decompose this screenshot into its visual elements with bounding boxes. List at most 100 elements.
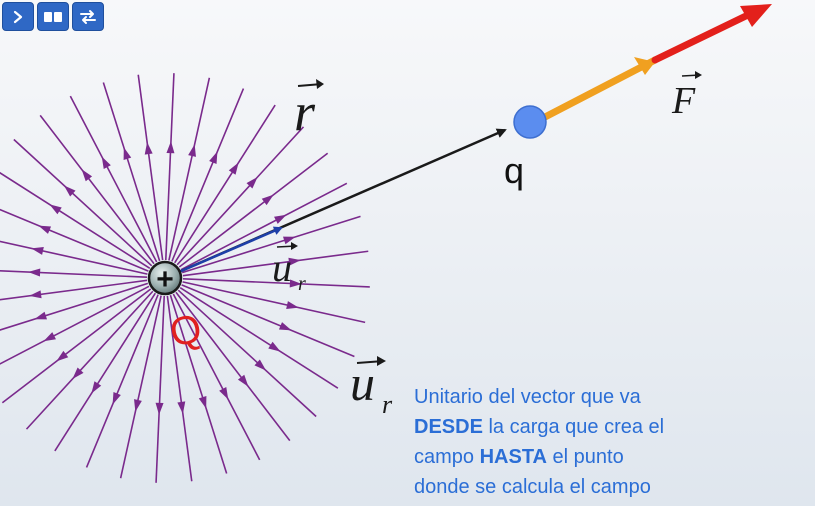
field-line-arrowhead [286, 301, 299, 309]
force-vector-arrow [541, 4, 772, 121]
swap-button[interactable] [72, 2, 104, 31]
field-line-arrowhead [237, 374, 249, 387]
unit-vector-label-far: u r [350, 355, 393, 419]
caption-line-1: Unitario del vector que va [414, 386, 641, 408]
field-line-arrowhead [112, 391, 121, 405]
field-line-arrowhead [177, 401, 186, 414]
field-line-arrowhead [134, 399, 142, 412]
field-line [180, 182, 348, 271]
field-line [182, 250, 369, 277]
caption-text: Unitario del vector que va DESDE la carg… [414, 382, 754, 502]
field-line [173, 104, 276, 264]
field-line-arrowhead [283, 236, 296, 245]
field-line-arrowhead [198, 396, 207, 409]
caption-line-4: donde se calcula el campo [414, 476, 651, 498]
field-line [0, 208, 149, 272]
field-line-arrowhead [29, 290, 42, 299]
unit-vector-label-near: u r [272, 242, 306, 295]
field-line-arrowhead [49, 204, 62, 215]
field-line [0, 285, 150, 365]
field-line [69, 95, 158, 263]
caption-bold-hasta: HASTA [479, 446, 547, 468]
caption-line-3-start: campo [414, 446, 480, 468]
book-open-icon [44, 11, 62, 22]
field-line-arrowhead [34, 311, 47, 320]
field-line [182, 277, 370, 288]
caption-line-3: campo HASTA el punto [414, 442, 754, 472]
field-line [137, 74, 164, 261]
force-label: F [671, 71, 702, 122]
field-line [155, 295, 166, 483]
unit-vector-symbol-near: u [272, 245, 292, 290]
field-line-arrowhead [254, 359, 267, 371]
field-line [13, 138, 153, 267]
field-line-arrowhead [91, 381, 102, 394]
field-line-arrowhead [261, 194, 274, 206]
chevron-right-icon [13, 10, 23, 23]
field-line-arrowhead [288, 257, 301, 266]
field-line-arrowhead [274, 214, 287, 224]
field-line-arrowhead [38, 225, 52, 234]
field-line [171, 88, 245, 262]
field-line-arrowhead [28, 268, 41, 277]
field-line [181, 284, 355, 358]
source-charge-label: Q [166, 306, 206, 356]
test-charge-label: q [504, 150, 524, 191]
position-vector-label: r [294, 79, 324, 142]
caption-bold-desde: DESDE [414, 416, 483, 438]
field-line-arrowhead [228, 162, 239, 175]
unit-vector-subscript-far: r [382, 390, 393, 419]
field-line [164, 73, 175, 261]
field-line-arrowhead [63, 185, 76, 197]
field-line [166, 295, 193, 482]
field-line-arrowhead [72, 367, 84, 380]
swap-arrows-icon [80, 9, 96, 24]
field-line-arrowhead [56, 350, 69, 362]
field-line-arrowhead [31, 247, 44, 255]
book-button[interactable] [37, 2, 69, 31]
field-line [172, 293, 261, 461]
source-charge [147, 260, 183, 296]
field-line [39, 114, 155, 265]
field-line [0, 240, 148, 275]
source-charge-sign: + [156, 263, 174, 296]
field-line [181, 215, 361, 274]
field-line-arrowhead [278, 322, 292, 331]
unit-vector-subscript-near: r [298, 273, 306, 295]
field-line [0, 282, 149, 331]
field-line-arrowhead [166, 141, 175, 154]
field-line [119, 295, 162, 479]
field-line-arrowhead [123, 147, 132, 160]
field-line-arrowhead [188, 144, 196, 157]
field-line [178, 152, 329, 268]
field-line-arrowhead [43, 332, 56, 342]
field-line [168, 77, 211, 261]
test-charge [513, 105, 547, 139]
field-line [169, 294, 228, 474]
force-symbol: F [671, 80, 696, 122]
field-line [25, 290, 154, 430]
field-lines [0, 73, 370, 483]
unit-vector-symbol-far: u [350, 355, 375, 411]
field-line-arrowhead [246, 176, 258, 189]
field-line [182, 281, 366, 324]
field-line [179, 286, 339, 389]
unit-vector-arrow [164, 226, 283, 280]
field-line [102, 82, 161, 262]
field-line-arrowhead [289, 279, 302, 288]
field-line [177, 289, 317, 418]
field-line [0, 269, 148, 279]
position-vector-symbol: r [294, 82, 316, 142]
field-line-arrowhead [155, 402, 164, 415]
field-line-arrowhead [219, 387, 229, 400]
caption-line-2: DESDE la carga que crea el [414, 412, 754, 442]
toolbar [2, 2, 104, 31]
field-line [176, 126, 305, 266]
field-line [0, 171, 151, 270]
field-line-arrowhead [144, 142, 153, 155]
field-line [0, 279, 148, 301]
next-button[interactable] [2, 2, 34, 31]
field-line [85, 294, 159, 468]
